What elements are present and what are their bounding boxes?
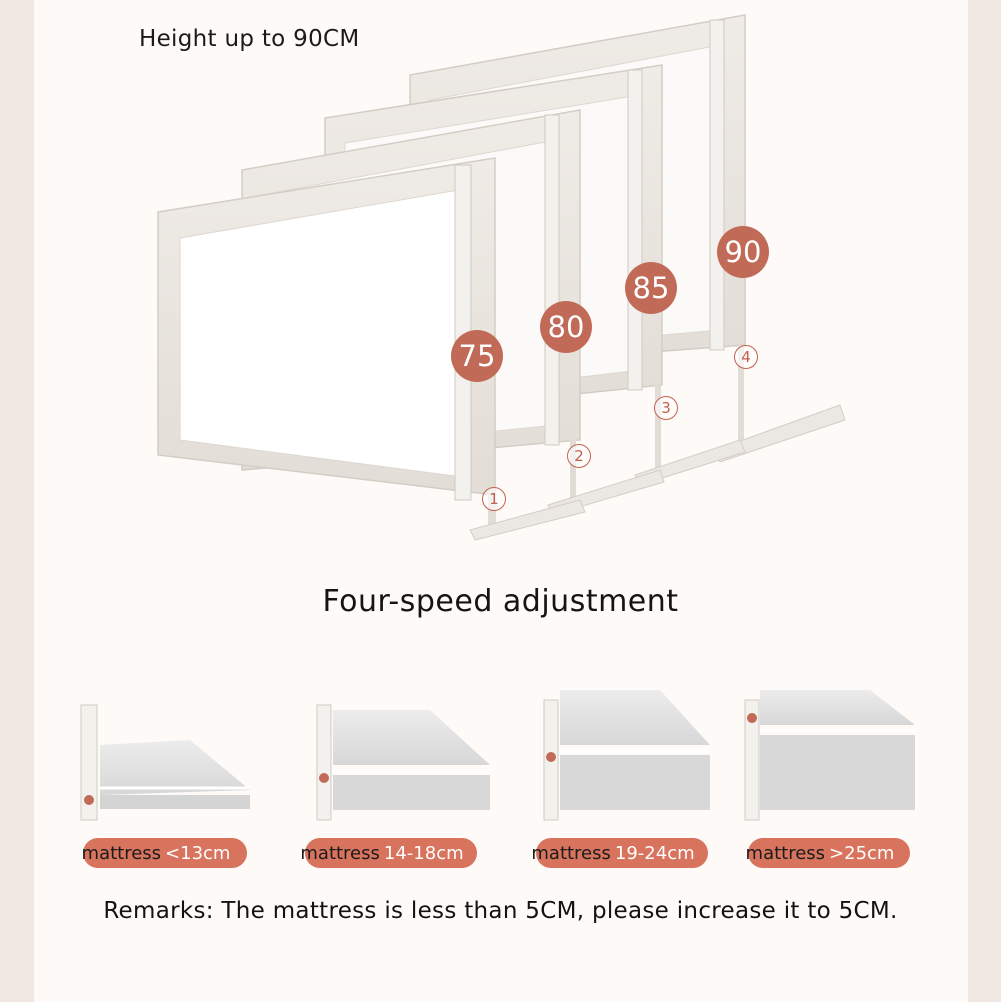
mattress-diagram-3: [543, 690, 710, 821]
step-marker-2: 2: [567, 444, 591, 468]
rail-75: [157, 157, 586, 541]
left-margin: [0, 0, 34, 1002]
step-marker-3: 3: [654, 396, 678, 420]
step-marker-4: 4: [734, 345, 758, 369]
height-badge-80: 80: [540, 301, 592, 353]
mattress-range: <13cm: [165, 842, 231, 864]
height-badge-85: 85: [625, 262, 677, 314]
mattress-label-2: mattress 14-18cm: [300, 838, 477, 868]
section-heading: Four-speed adjustment: [322, 584, 679, 619]
mattress-prefix: mattress: [745, 842, 826, 864]
remarks-note: Remarks: The mattress is less than 5CM, …: [103, 898, 898, 924]
mattress-label-3: mattress 19-24cm: [531, 838, 708, 868]
mattress-label-1: mattress <13cm: [81, 838, 247, 868]
mattress-diagram-4: [744, 690, 915, 821]
height-badge-75: 75: [451, 330, 503, 382]
mattress-diagram-2: [316, 704, 490, 821]
mattress-range: 19-24cm: [614, 842, 695, 864]
step-marker-1: 1: [482, 487, 506, 511]
mattress-prefix: mattress: [300, 842, 380, 864]
mattress-prefix: mattress: [81, 842, 162, 864]
height-note: Height up to 90CM: [139, 26, 360, 52]
mattress-label-4: mattress >25cm: [745, 838, 910, 868]
mattress-range: 14-18cm: [383, 842, 464, 864]
mattress-diagram-1: [80, 704, 250, 821]
mattress-range: >25cm: [829, 842, 895, 864]
height-badge-90: 90: [717, 226, 769, 278]
right-margin: [968, 0, 1001, 1002]
mattress-prefix: mattress: [531, 842, 611, 864]
